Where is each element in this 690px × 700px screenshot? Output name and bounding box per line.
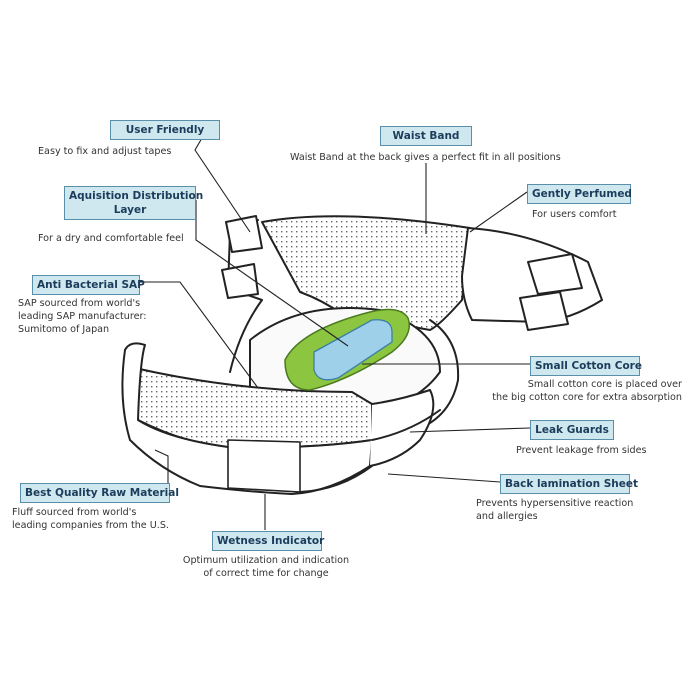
leader-gently-perfumed	[469, 191, 528, 233]
desc-anti-bacterial: SAP sourced from world's leading SAP man…	[18, 298, 147, 335]
desc-waist-band: Waist Band at the back gives a perfect f…	[290, 152, 561, 163]
left-tape-lower	[221, 263, 259, 299]
label-wetness-indicator: Wetness Indicator	[212, 531, 324, 551]
desc-back-lamination: Prevents hypersensitive reaction and all…	[476, 498, 634, 522]
fold-line-1	[371, 409, 441, 441]
label-gently-perfumed: Gently Perfumed	[527, 184, 632, 204]
leak-guard-right	[409, 319, 460, 433]
label-waist-band: Waist Band	[380, 126, 472, 146]
small-cotton-core-blue	[313, 319, 393, 381]
desc-small-cotton-core: Small cotton core is placed over the big…	[492, 379, 682, 403]
right-tape-upper	[527, 253, 583, 295]
leader-anti-bacterial	[138, 281, 259, 389]
label-back-lamination-sheet: Back lamination Sheet	[500, 474, 638, 494]
leader-best-quality	[154, 449, 169, 490]
desc-gently-perfumed: For users comfort	[532, 209, 617, 220]
back-waist-panel	[261, 215, 471, 331]
left-tape-upper	[225, 215, 263, 253]
right-front-contour	[369, 389, 435, 467]
label-small-cotton-core: Small Cotton Core	[530, 356, 642, 376]
fold-line-2	[299, 465, 373, 493]
label-best-quality-raw-material: Best Quality Raw Material	[20, 483, 179, 503]
leader-leak-guards	[409, 427, 531, 433]
label-leak-guards: Leak Guards	[530, 420, 614, 440]
desc-wetness: Optimum utilization and indication of co…	[182, 555, 350, 579]
label-anti-bacterial-sap: Anti Bacterial SAP	[32, 275, 145, 295]
desc-user-friendly: Easy to fix and adjust tapes	[38, 146, 172, 157]
leak-guard-left	[229, 299, 263, 373]
wetness-strip	[227, 439, 301, 493]
leader-back-lamination	[387, 473, 501, 483]
leader-user-friendly	[194, 137, 251, 233]
right-tape-lower	[519, 291, 569, 331]
leader-acquisition	[195, 200, 349, 347]
label-user-friendly: User Friendly	[110, 120, 220, 140]
desc-best-quality: Fluff sourced from world's leading compa…	[12, 507, 169, 531]
label-acquisition-distribution-layer: Aquisition Distribution Layer	[64, 186, 203, 220]
desc-acquisition: For a dry and comfortable feel	[38, 233, 184, 244]
desc-leak-guards: Prevent leakage from sides	[516, 445, 647, 456]
